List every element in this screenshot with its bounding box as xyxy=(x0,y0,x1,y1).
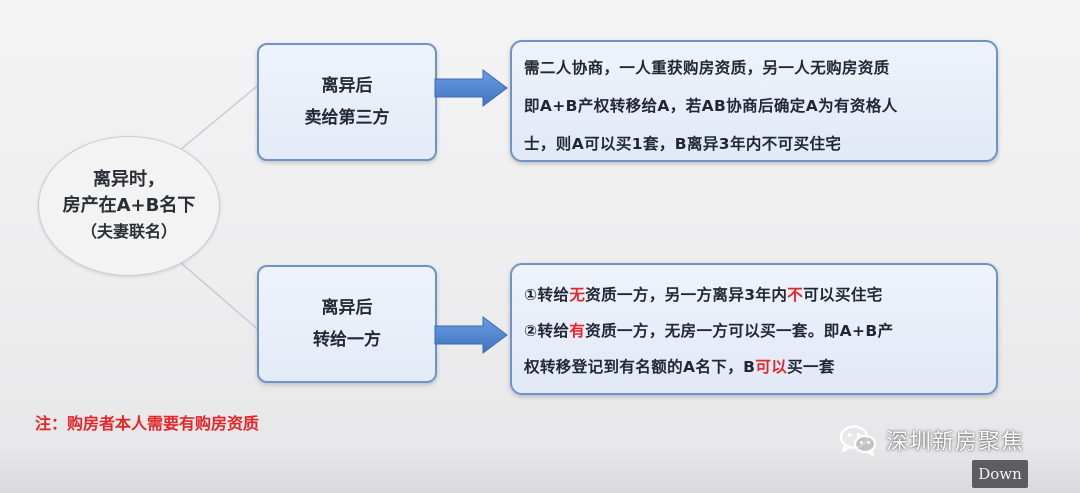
branch-transfer-one-party: 离异后 转给一方 xyxy=(257,265,437,383)
bottom-bar xyxy=(0,450,1080,493)
watermark: 深圳新房聚焦 xyxy=(838,420,1024,460)
root-line-1: 离异时， xyxy=(93,169,165,190)
result-sell-third-party: 需二人协商，一人重获购房资质，另一人无购房资质 即A+B产权转移给A，若AB协商… xyxy=(510,40,998,162)
result-text: 买一套 xyxy=(787,358,835,376)
result-1-line-1: 需二人协商，一人重获购房资质，另一人无购房资质 xyxy=(524,59,890,77)
branch-1-line-1: 离异后 xyxy=(321,76,373,96)
branch-2-line-1: 离异后 xyxy=(321,298,373,318)
result-1-line-3: 士，则A可以买1套，B离异3年内不可买住宅 xyxy=(524,135,842,153)
down-button[interactable]: Down xyxy=(972,460,1028,488)
footnote: 注：购房者本人需要有购房资质 xyxy=(35,414,260,433)
result-text: 资质一方，无房一方可以买一套。即A+B产 xyxy=(585,322,894,340)
arrow-right-icon xyxy=(434,316,508,354)
root-line-2: 房产在A+B名下 xyxy=(62,195,196,216)
result-1-line-2: 即A+B产权转移给A，若AB协商后确定A为有资格人 xyxy=(524,97,898,115)
highlight-text: 无 xyxy=(569,286,586,304)
result-2-line-3: 权转移登记到有名额的A名下，B可以买一套 xyxy=(524,349,988,385)
highlight-text: 不 xyxy=(787,286,804,304)
highlight-text: 有 xyxy=(569,322,586,340)
result-text: 可以买住宅 xyxy=(803,286,883,304)
arrow-right-icon xyxy=(434,69,508,107)
watermark-text: 深圳新房聚焦 xyxy=(886,430,1025,455)
branch-1-line-2: 卖给第三方 xyxy=(304,108,390,128)
branch-sell-third-party: 离异后 卖给第三方 xyxy=(257,43,437,161)
root-node: 离异时， 房产在A+B名下 （夫妻联名） xyxy=(38,136,220,276)
result-text: 权转移登记到有名额的A名下，B xyxy=(524,358,756,376)
wechat-icon xyxy=(839,425,877,456)
result-2-line-2: ②转给有资质一方，无房一方可以买一套。即A+B产 xyxy=(524,313,988,349)
root-line-3: （夫妻联名） xyxy=(80,222,177,241)
branch-2-line-2: 转给一方 xyxy=(313,330,381,350)
result-2-line-1: ①转给无资质一方，另一方离异3年内不可以买住宅 xyxy=(524,277,988,313)
result-text: ①转给 xyxy=(524,286,570,304)
result-text: 资质一方，另一方离异3年内 xyxy=(585,286,788,304)
result-text: ②转给 xyxy=(524,322,570,340)
result-transfer-one-party: ①转给无资质一方，另一方离异3年内不可以买住宅 ②转给有资质一方，无房一方可以买… xyxy=(510,263,998,395)
highlight-text: 可以 xyxy=(755,358,788,376)
